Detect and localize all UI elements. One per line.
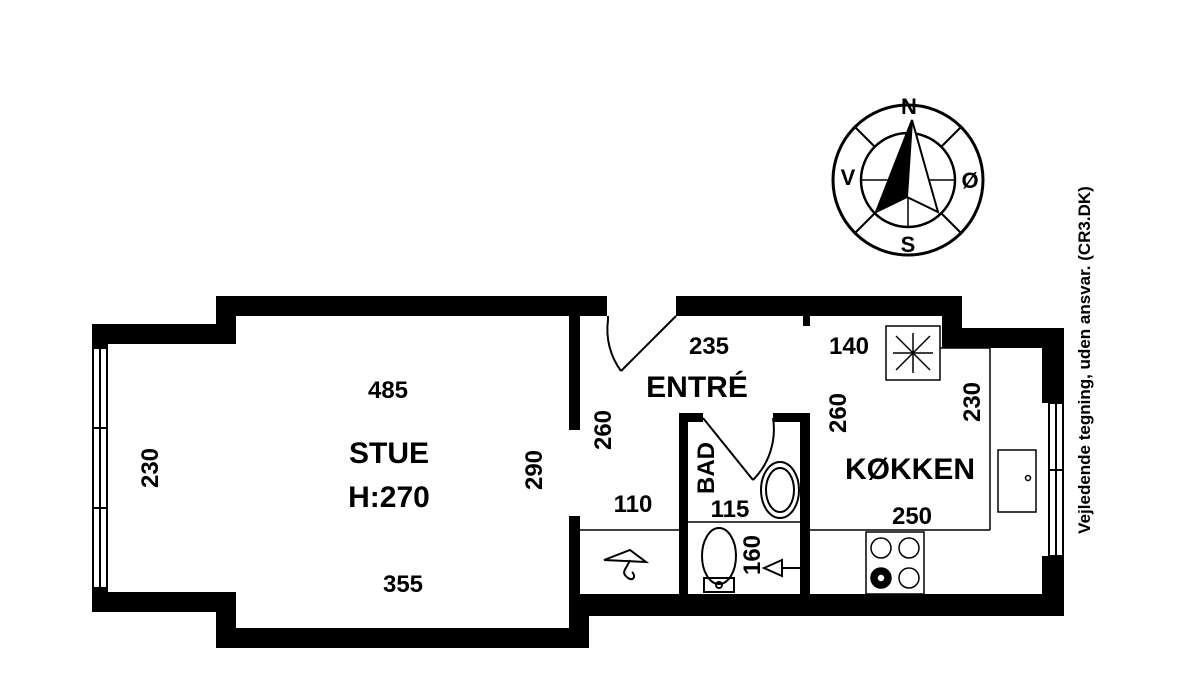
compass-east-label: Ø <box>961 168 978 193</box>
wardrobe-hanger-icon <box>603 548 650 581</box>
dim-entre-top: 235 <box>689 333 729 360</box>
dim-stue-bottom: 355 <box>383 571 423 598</box>
room-label-stue: STUE <box>349 437 429 470</box>
toilet-icon <box>701 527 737 593</box>
dim-entre-left: 260 <box>590 410 617 450</box>
stove-hob-icon <box>865 531 925 595</box>
dim-kokken-right: 230 <box>959 382 986 422</box>
ventilation-icon <box>885 325 941 381</box>
room-label-entre: ENTRÉ <box>646 370 748 404</box>
dim-stue-top: 485 <box>368 377 408 404</box>
room-height-stue: H:270 <box>348 481 430 514</box>
compass-north-label: N <box>901 94 917 119</box>
dim-kokken-top: 140 <box>829 333 869 360</box>
windows <box>92 347 1064 589</box>
kitchen-sink-icon <box>997 449 1037 513</box>
compass-south-label: S <box>901 232 916 257</box>
interior-walls <box>569 316 810 594</box>
dim-bad-width: 115 <box>711 496 750 523</box>
shower-fixture-icon <box>761 558 800 578</box>
dim-stue-right: 290 <box>521 450 548 490</box>
dim-kokken-left: 260 <box>825 393 852 433</box>
exterior-walls <box>92 296 1064 648</box>
room-label-bad: BAD <box>693 442 720 494</box>
dim-kokken-bottom: 250 <box>892 503 932 530</box>
disclaimer-text: Vejledende tegning, uden ansvar. (CR3.DK… <box>1075 186 1094 534</box>
entrance-door-icon <box>606 315 677 372</box>
compass-rose-icon <box>831 103 985 257</box>
dim-entre-closet: 110 <box>614 491 653 518</box>
sink-icon <box>760 461 800 519</box>
fixture-lines <box>580 347 991 531</box>
compass-west-label: V <box>841 165 856 190</box>
room-label-kokken: KØKKEN <box>845 453 975 486</box>
bathroom-door-icon <box>702 417 775 481</box>
dim-stue-left: 230 <box>137 448 164 488</box>
dim-bad-depth: 160 <box>739 535 766 575</box>
